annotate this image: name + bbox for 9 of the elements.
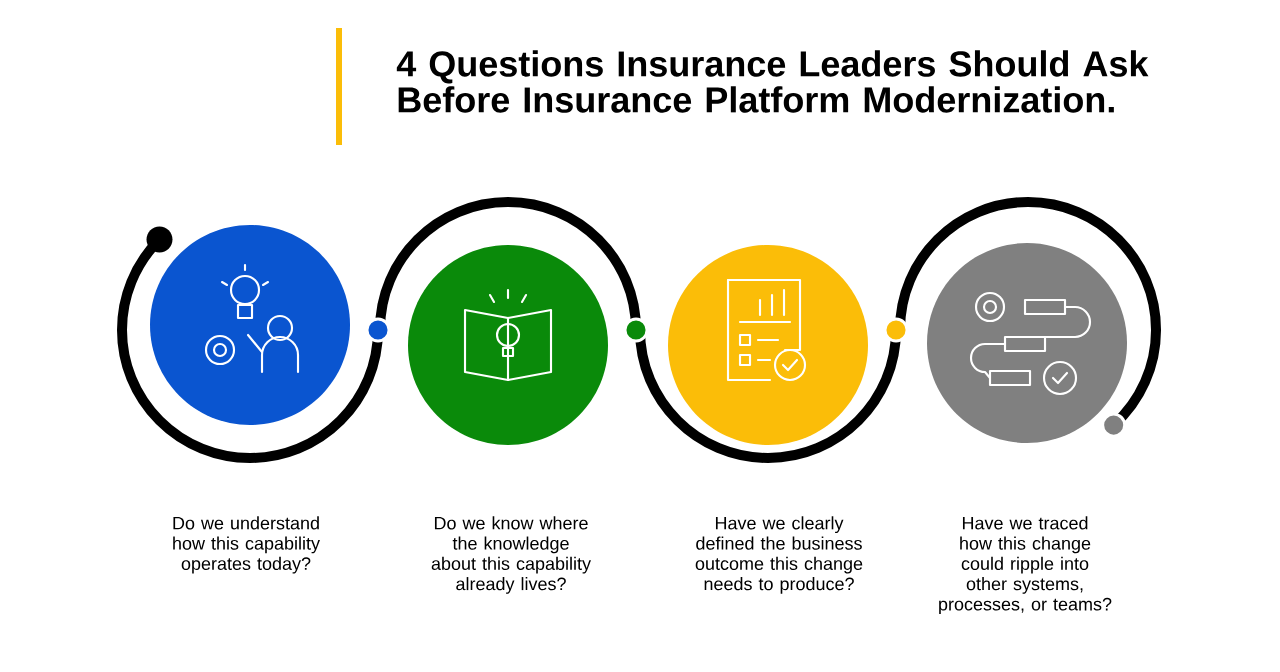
question-circle: [150, 225, 350, 425]
title: 4 Questions Insurance Leaders Should Ask Before Insurance Platform Modernization.: [396, 50, 1149, 113]
question-text: Have we clearly defined the business outcome this change needs to produce?: [695, 516, 863, 594]
question-circle: [408, 245, 608, 445]
question-circle: [927, 243, 1127, 443]
question-circle: [668, 245, 868, 445]
question-text: Have we traced how this change could ripple into other systems, processes, or teams?: [939, 516, 1112, 615]
question-text: Do we know where the knowledge about this capability already lives?: [431, 516, 591, 594]
question-text: Do we understand how this capability operates today?: [173, 516, 320, 574]
